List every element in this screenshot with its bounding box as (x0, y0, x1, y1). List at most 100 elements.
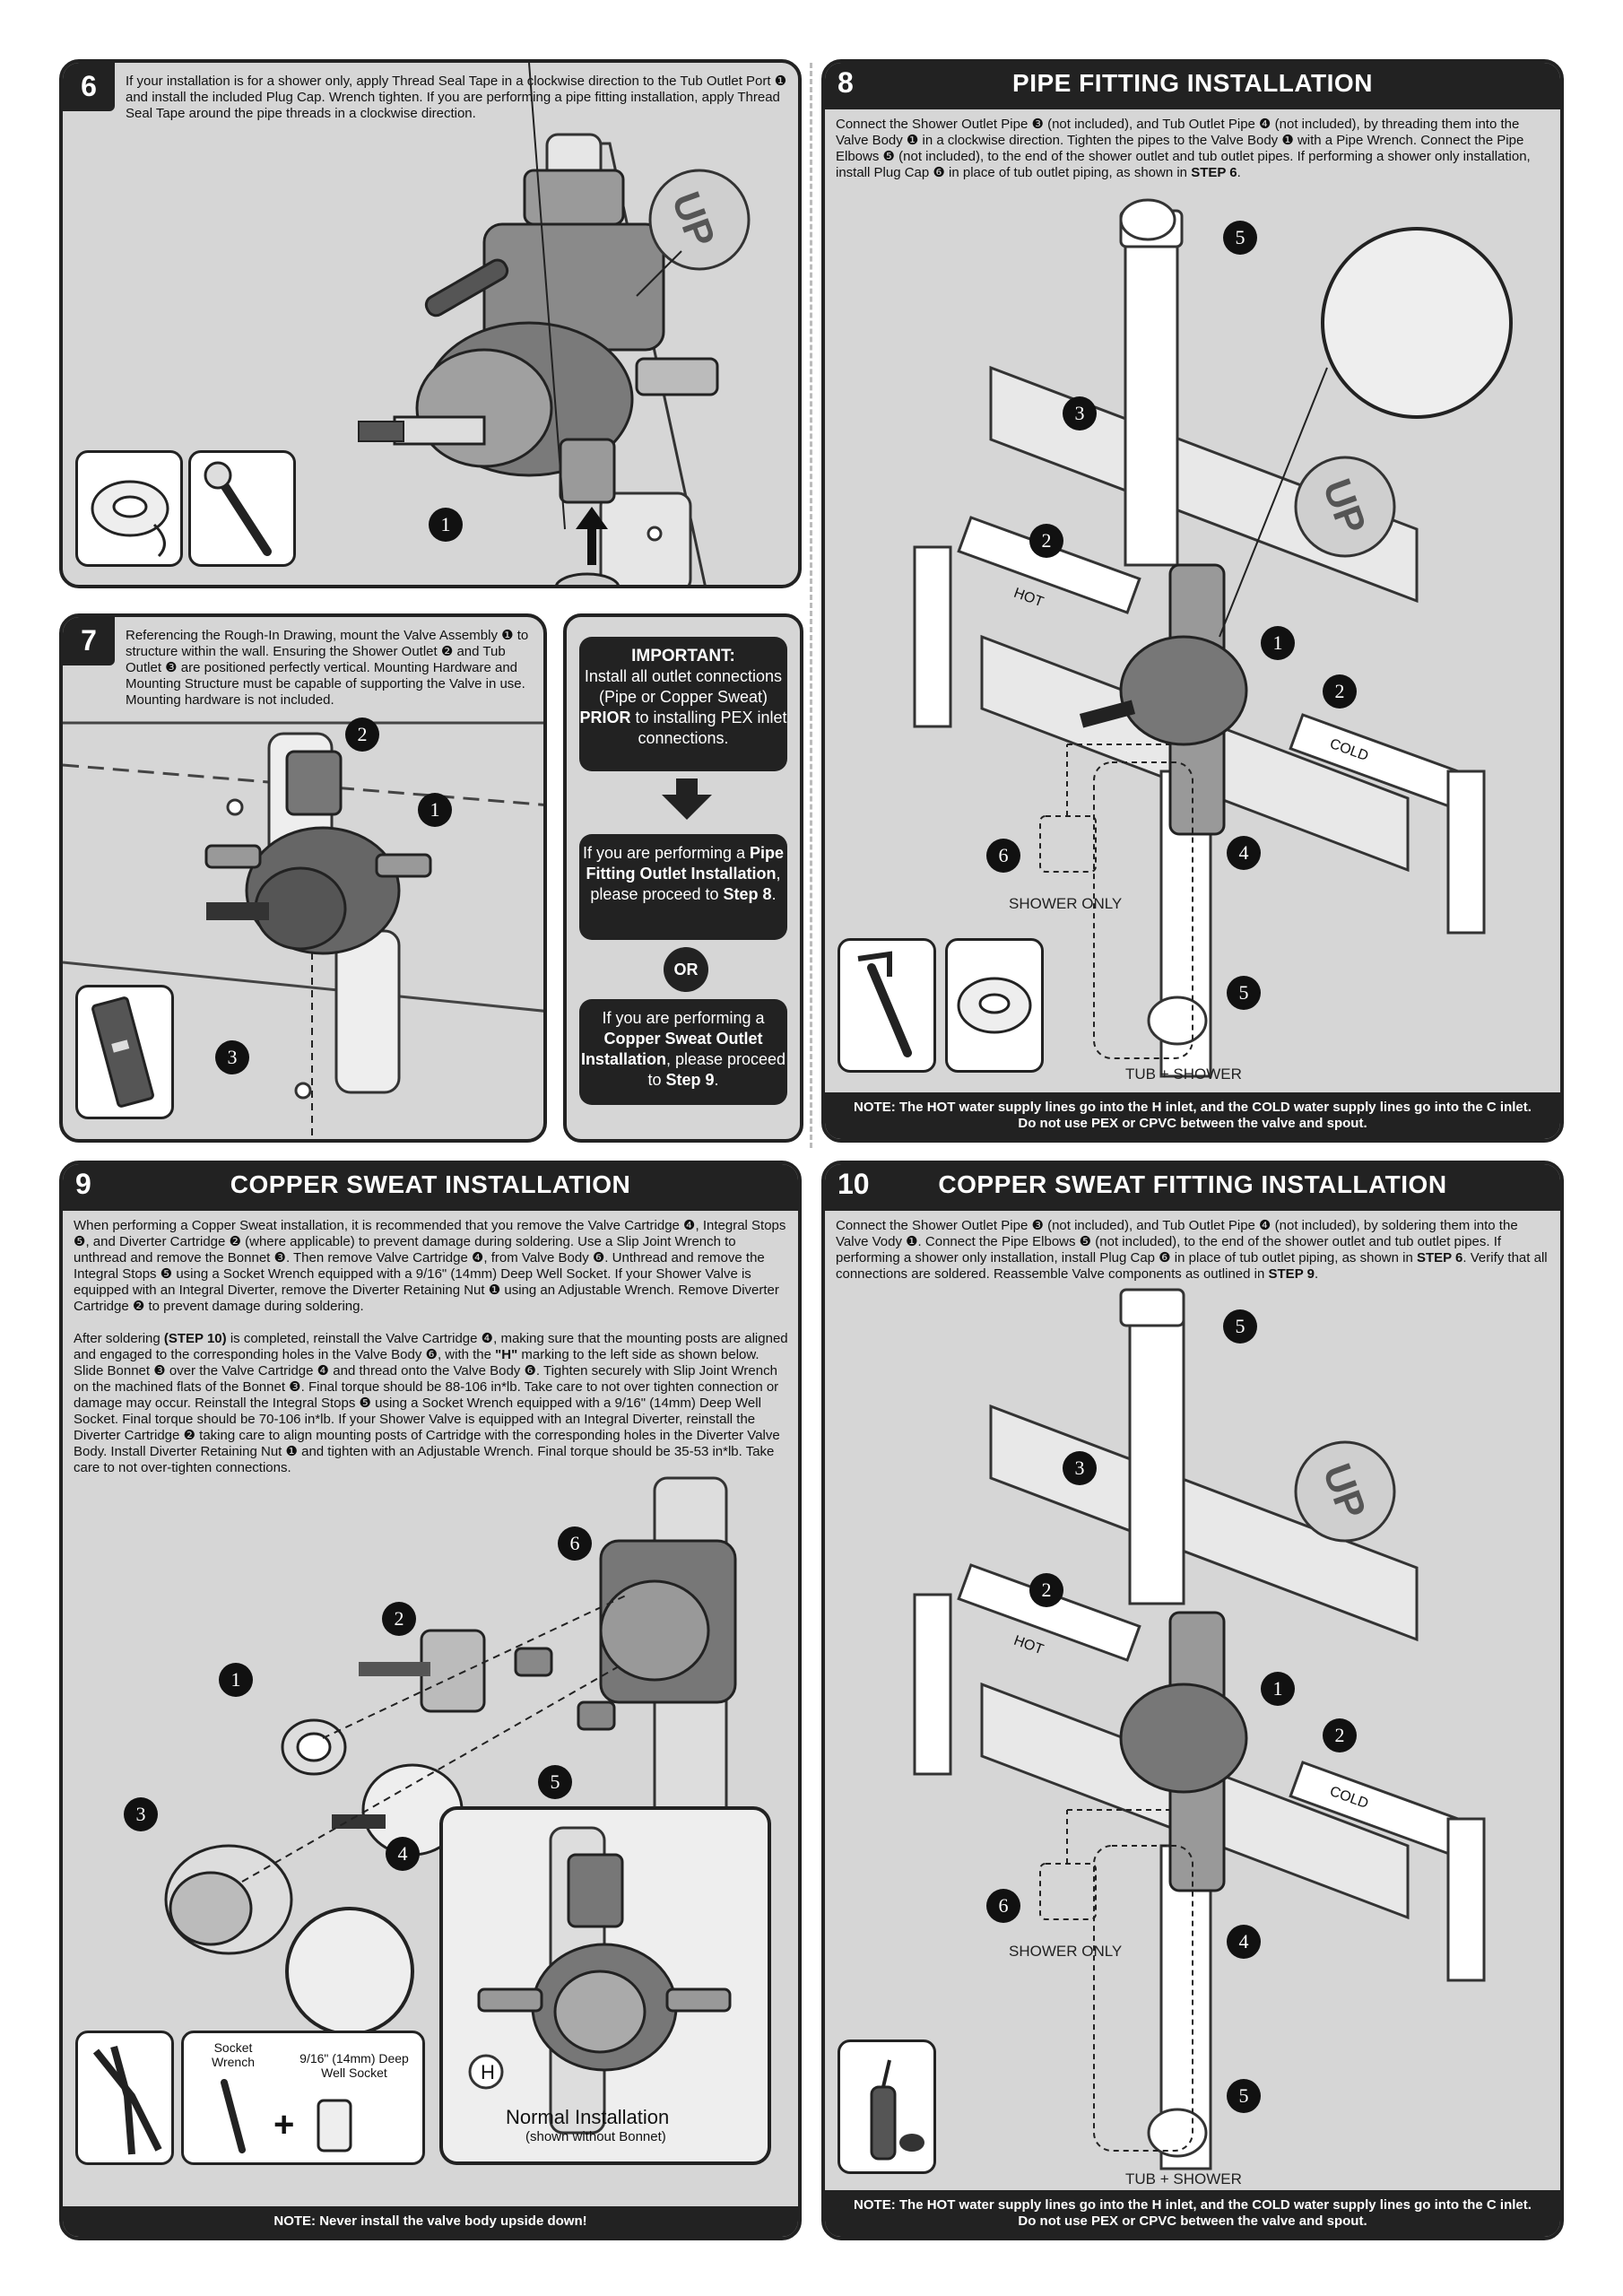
copper-sweat-box: If you are performing a Copper Sweat Out… (579, 999, 787, 1105)
step-8-note: NOTE: The HOT water supply lines go into… (825, 1092, 1560, 1139)
step-8-panel: 8 PIPE FITTING INSTALLATION Connect the … (821, 59, 1564, 1143)
step-10-note: NOTE: The HOT water supply lines go into… (825, 2190, 1560, 2237)
callout-1: 1 (1261, 1672, 1295, 1706)
shower-only-label: SHOWER ONLY (1009, 895, 1123, 912)
level-tool (75, 985, 174, 1119)
callout-3: 3 (124, 1797, 158, 1831)
important-panel: IMPORTANT: Install all outlet connection… (563, 613, 803, 1143)
box2-pre: If you are performing a (602, 1009, 765, 1027)
step-number: 7 (63, 617, 115, 665)
thread-tape-tool (75, 450, 183, 567)
callout-1: 1 (219, 1663, 253, 1697)
tape-roll-icon (91, 480, 169, 558)
step-number: 9 (75, 1168, 91, 1200)
p2-h: "H" (495, 1347, 518, 1362)
step-8-header: 8 PIPE FITTING INSTALLATION (825, 63, 1560, 109)
step-7-panel: 7 Referencing the Rough-In Drawing, moun… (59, 613, 547, 1143)
exploded-valve-illustration (164, 1476, 737, 2036)
pipe-fitting-illustration (913, 198, 1513, 1078)
panel-divider (810, 63, 812, 1148)
p2-a: After soldering (74, 1331, 161, 1346)
step-10-text: Connect the Shower Outlet Pipe ❸ (not in… (836, 1218, 1553, 1283)
pipe-fitting-box: If you are performing a Pipe Fitting Out… (579, 834, 787, 940)
box1-bold: Pipe Fitting Outlet Installation (586, 844, 785, 883)
callout-2-cold: 2 (1323, 674, 1357, 709)
socket-wrench-tool: Socket Wrench 9/16" (14mm) Deep Well Soc… (181, 2031, 425, 2165)
step-number: 6 (63, 63, 115, 111)
callout-6: 6 (986, 839, 1020, 873)
step-8-text: Connect the Shower Outlet Pipe ❸ (not in… (836, 117, 1553, 181)
pipe-wrench-icon (857, 951, 912, 1057)
callout-5-top: 5 (1223, 221, 1257, 255)
torch-tool (838, 2039, 936, 2174)
box1-step: Step 8 (723, 885, 772, 903)
callout-4: 4 (1227, 1925, 1261, 1959)
step-6-text: If your installation is for a shower onl… (126, 74, 787, 121)
step-title: COPPER SWEAT FITTING INSTALLATION (938, 1170, 1447, 1198)
assembled-valve-icon (468, 1826, 732, 2135)
plus-icon: + (273, 2105, 295, 2144)
callout-2-hot: 2 (1029, 1573, 1063, 1607)
callout-3: 3 (215, 1040, 249, 1074)
step-9-note: NOTE: Never install the valve body upsid… (63, 2206, 798, 2237)
pliers-icon (92, 2045, 162, 2155)
wrench-icon (204, 461, 272, 556)
step-8-text-a: Connect the Shower Outlet Pipe ❸ (not in… (836, 117, 1531, 180)
text-end: . (1314, 1266, 1319, 1282)
callout-2: 2 (345, 718, 379, 752)
normal-installation-inset: H Normal Installation (shown without Bon… (439, 1806, 771, 2165)
box2-bold: Copper Sweat Outlet Installation (580, 1030, 763, 1068)
step-number: 10 (838, 1168, 870, 1200)
callout-6: 6 (558, 1526, 592, 1561)
text-a: Connect the Shower Outlet Pipe ❸ (not in… (836, 1218, 1518, 1265)
important-title: IMPORTANT: (631, 647, 735, 665)
socket-wrench-label: Socket Wrench (212, 2040, 255, 2069)
callout-2-cold: 2 (1323, 1718, 1357, 1752)
callout-5-bottom: 5 (1227, 976, 1261, 1010)
step-10-header: 10 COPPER SWEAT FITTING INSTALLATION (825, 1164, 1560, 1211)
step-number: 8 (838, 66, 854, 99)
callout-6: 6 (986, 1889, 1020, 1923)
callout-1: 1 (1261, 626, 1295, 660)
callout-4: 4 (386, 1837, 420, 1871)
p2-b: is completed, reinstall the Valve Cartri… (74, 1331, 788, 1362)
thread-tape-tool (945, 938, 1044, 1073)
shower-only-label: SHOWER ONLY (1009, 1943, 1123, 1960)
important-prior: PRIOR (579, 709, 631, 726)
callout-2: 2 (382, 1602, 416, 1636)
tub-shower-label: TUB + SHOWER (1125, 1065, 1242, 1083)
slip-joint-wrench-tool (75, 2031, 174, 2165)
h-mark: H (481, 2061, 495, 2083)
step-7-text: Referencing the Rough-In Drawing, mount … (126, 628, 529, 708)
step-9-panel: 9 COPPER SWEAT INSTALLATION When perform… (59, 1161, 802, 2240)
callout-3: 3 (1063, 396, 1097, 430)
p2-step: (STEP 10) (163, 1331, 227, 1346)
step-9-header: 9 COPPER SWEAT INSTALLATION (63, 1164, 798, 1211)
callout-5-top: 5 (1223, 1309, 1257, 1344)
box2-mid: , please proceed to (647, 1050, 786, 1089)
box1-mid: , please proceed to (590, 865, 781, 903)
step-ref: STEP 6 (1416, 1250, 1463, 1265)
step-9-paragraph-2: After soldering (STEP 10) is completed, … (74, 1331, 791, 1476)
callout-5-bottom: 5 (1227, 2079, 1261, 2113)
deep-socket-label: 9/16" (14mm) Deep Well Socket (299, 2051, 409, 2080)
step-ref: STEP 6 (1191, 165, 1237, 180)
normal-installation-sub: (shown without Bonnet) (525, 2129, 666, 2144)
important-line1: Install all outlet connections (Pipe or … (584, 667, 783, 706)
normal-installation-label: Normal Installation (506, 2106, 670, 2128)
step-ref-2: STEP 9 (1268, 1266, 1315, 1282)
torch-icon (870, 2059, 924, 2161)
tub-shower-label: TUB + SHOWER (1125, 2170, 1242, 2187)
wall-mount-illustration (63, 721, 543, 1139)
text-end: . (1237, 165, 1241, 180)
callout-2-hot: 2 (1029, 524, 1063, 558)
callout-4: 4 (1227, 836, 1261, 870)
box1-pre: If you are performing a (582, 844, 746, 862)
callout-1: 1 (418, 793, 452, 827)
box2-step: Step 9 (665, 1071, 715, 1089)
or-badge: OR (664, 947, 708, 992)
step-title: COPPER SWEAT INSTALLATION (230, 1170, 631, 1198)
callout-1: 1 (429, 508, 463, 542)
arrow-down-icon (662, 778, 712, 820)
p2-c: marking to the left side as shown below.… (74, 1347, 780, 1475)
